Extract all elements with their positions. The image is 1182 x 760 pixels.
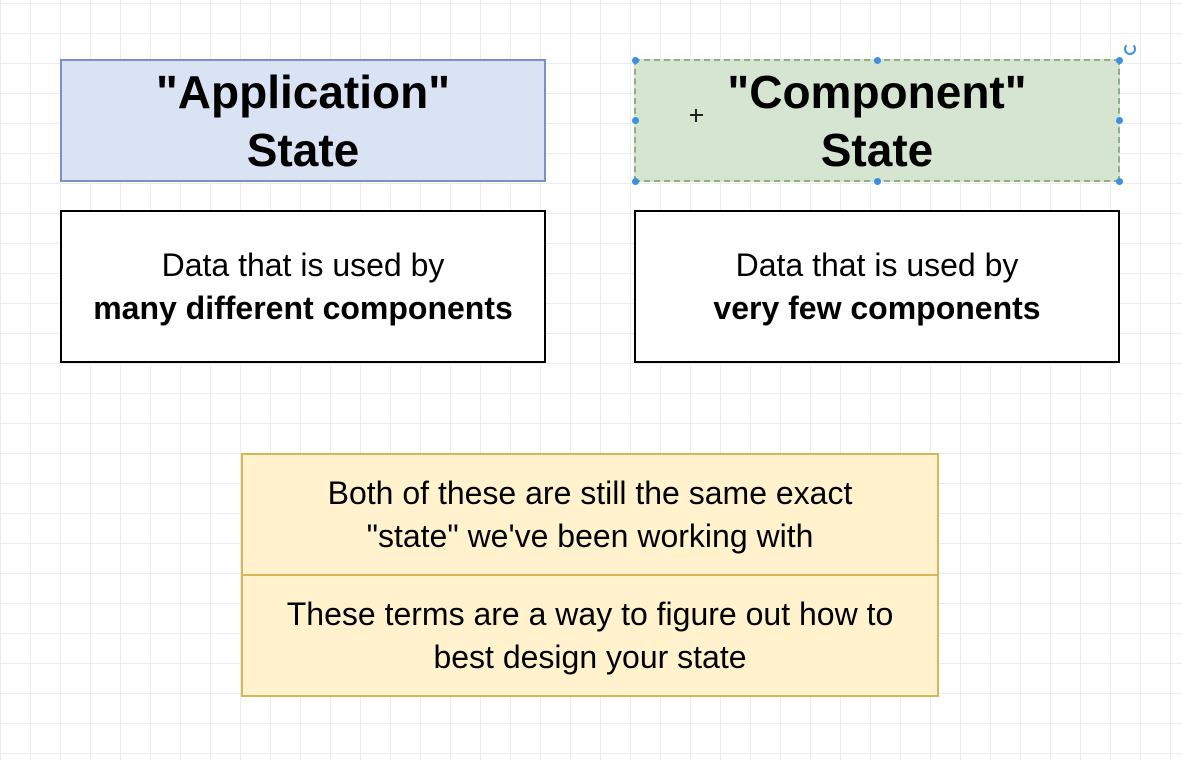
note-design-state-line1: These terms are a way to figure out how … bbox=[286, 595, 894, 632]
application-state-title-line2: State bbox=[246, 123, 360, 176]
move-cursor-icon bbox=[690, 109, 703, 122]
selection-handle-top-left[interactable] bbox=[631, 56, 639, 64]
selection-handle-bottom-left[interactable] bbox=[631, 177, 639, 185]
application-state-desc-line2: many different components bbox=[93, 289, 513, 326]
component-state-desc-line1: Data that is used by bbox=[735, 246, 1019, 283]
note-same-state-line2: "state" we've been working with bbox=[366, 517, 814, 554]
rotate-handle-icon[interactable] bbox=[1124, 43, 1136, 55]
selection-handle-top-right[interactable] bbox=[1115, 56, 1123, 64]
application-state-title-line1: "Application" bbox=[155, 65, 451, 118]
application-state-desc-line1: Data that is used by bbox=[161, 246, 445, 283]
selection-handle-bottom-center[interactable] bbox=[873, 177, 881, 185]
selection-handle-middle-left[interactable] bbox=[631, 116, 639, 124]
selection-handle-bottom-right[interactable] bbox=[1115, 177, 1123, 185]
selection-handle-top-center[interactable] bbox=[873, 56, 881, 64]
selection-handle-middle-right[interactable] bbox=[1115, 116, 1123, 124]
component-state-title-line1: "Component" bbox=[727, 65, 1027, 118]
component-state-desc-line2: very few components bbox=[713, 289, 1041, 326]
note-same-state[interactable]: Both of these are still the same exact "… bbox=[241, 453, 939, 576]
component-state-title-line2: State bbox=[820, 123, 934, 176]
component-state-description[interactable]: Data that is used by very few components bbox=[634, 210, 1120, 363]
application-state-header[interactable]: "Application" State bbox=[60, 59, 546, 182]
application-state-description[interactable]: Data that is used by many different comp… bbox=[60, 210, 546, 363]
note-design-state-line2: best design your state bbox=[433, 638, 747, 675]
note-same-state-line1: Both of these are still the same exact bbox=[327, 474, 853, 511]
note-design-state[interactable]: These terms are a way to figure out how … bbox=[241, 574, 939, 697]
component-state-header[interactable]: "Component" State bbox=[634, 59, 1120, 182]
